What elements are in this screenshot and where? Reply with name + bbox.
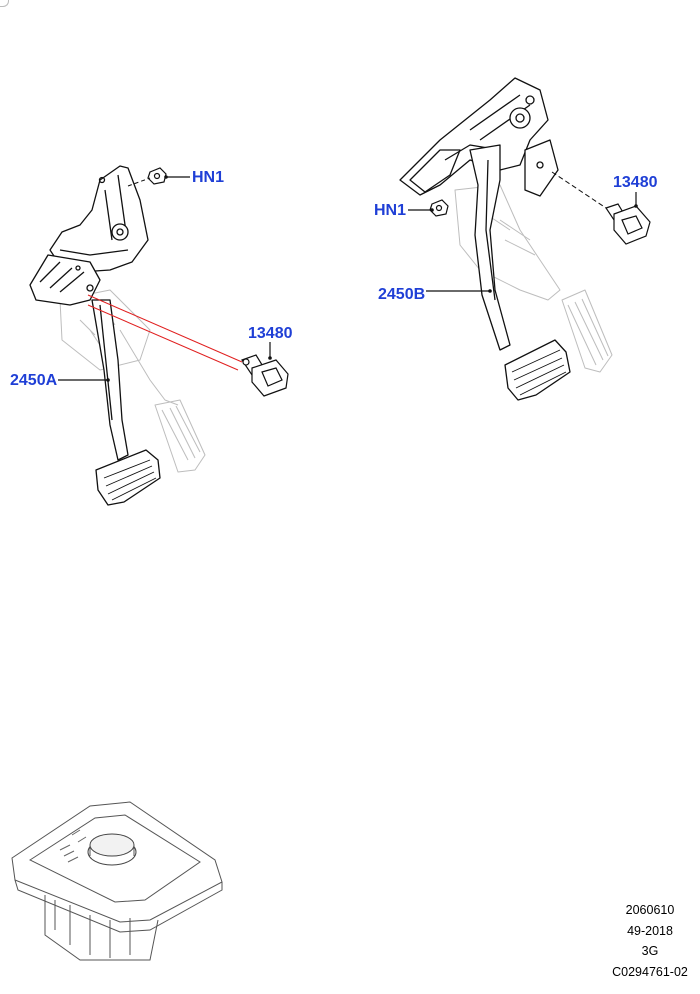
hn1-nut-right [429,199,449,217]
accelerator-pedal-right-ghost [454,184,613,373]
callout-2450b: 2450B [378,286,426,303]
callout-2450a: 2450A [10,372,58,389]
callout-13480-right: 13480 [613,174,658,191]
leader-red-lower [87,304,239,371]
callout-hn1-right: HN1 [374,202,407,219]
reference-line-1: 2060610 [625,903,675,917]
brake-pedal-assembly-left [29,165,206,506]
callout-13480-left: 13480 [248,325,293,342]
brake-switch-left [241,354,289,397]
pedal-pad-left [95,449,161,506]
reference-line-3: 3G [641,944,659,958]
accelerator-pedal-left-ghost [59,289,206,473]
callout-hn1-left: HN1 [192,169,225,186]
reference-line-4: C0294761-02 [612,964,688,979]
gear-selector-thumbnail [11,801,223,961]
pedal-pad-right [504,339,571,401]
leader-red-upper [87,294,243,363]
pedal-arm-right [469,144,511,351]
pedal-bracket-left [49,165,149,273]
brake-pedal-assembly-right [399,77,613,401]
reference-block: 2060610 49-2018 3G C0294761-02 [605,900,695,982]
brake-switch-right [605,203,651,245]
pedal-bracket-right [399,77,549,196]
hn1-nut-left [147,167,167,185]
reference-line-2: 49-2018 [627,923,673,938]
pedal-arm-left [91,299,129,461]
